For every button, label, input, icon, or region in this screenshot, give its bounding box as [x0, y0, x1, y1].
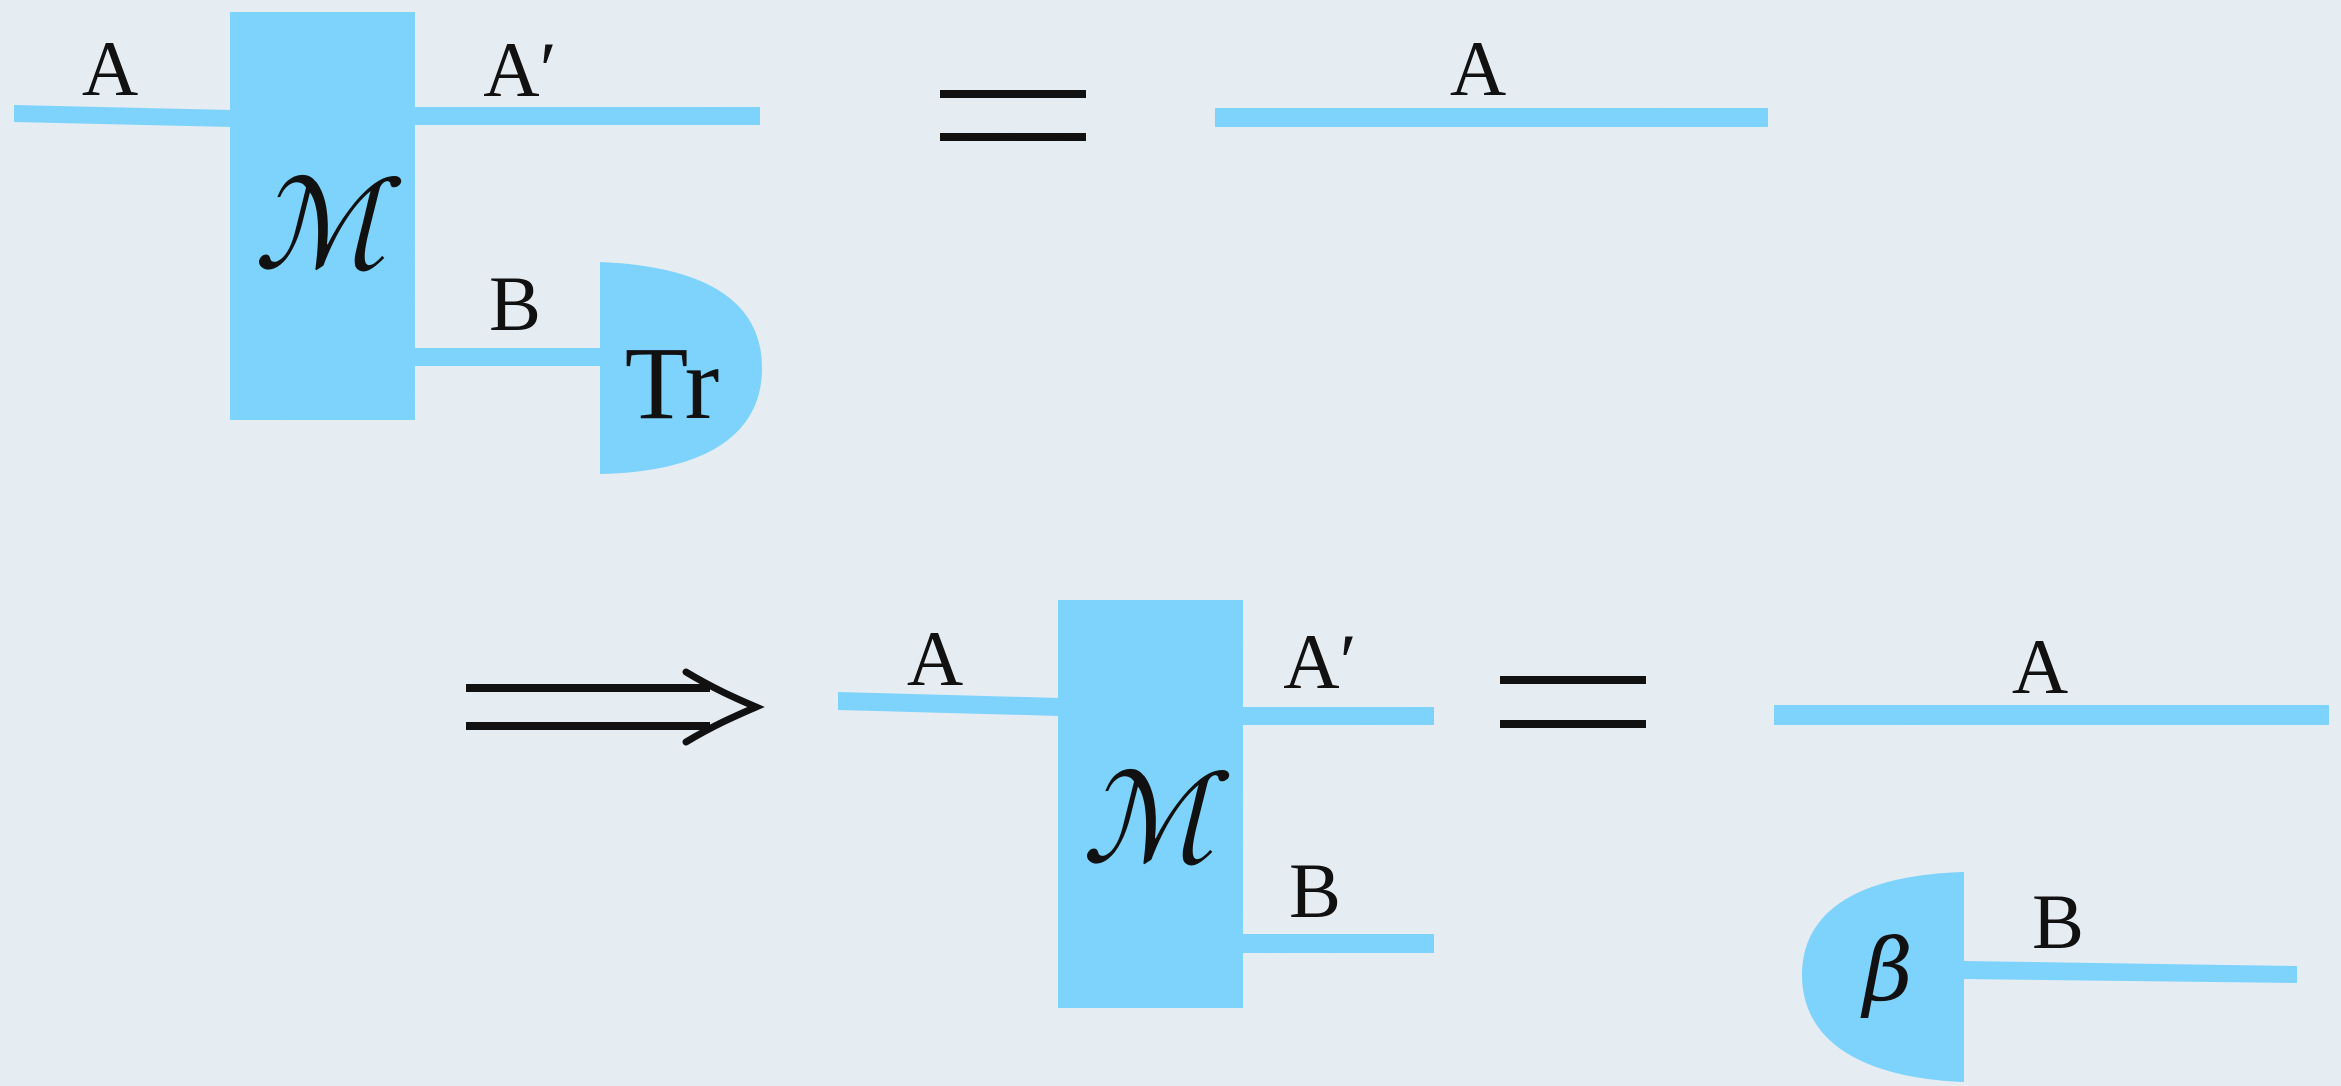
top-output-wire [413, 107, 760, 125]
bottom-equals-bar-lower [1500, 720, 1646, 728]
bottom-channel-box [1058, 600, 1243, 1008]
bottom-input-wire [838, 692, 1060, 716]
top-channel-box [230, 12, 415, 420]
bottom-equation: A ℳ A′ B A β B [838, 600, 2329, 1082]
bottom-state-output-wire [1962, 961, 2297, 983]
bottom-environment-label: B [1289, 847, 1341, 934]
bottom-state-label: β [1860, 921, 1913, 1021]
top-trace-label: Tr [625, 326, 720, 441]
top-lhs-circuit: A ℳ A′ B Tr [14, 12, 762, 474]
top-rhs-label: A [1450, 25, 1506, 112]
top-equals-sign [940, 90, 1086, 141]
bottom-channel-label: ℳ [1082, 748, 1230, 892]
top-input-label: A [82, 25, 138, 112]
top-rhs-circuit: A [1215, 25, 1768, 127]
bottom-rhs-circuit: A β B [1774, 623, 2329, 1082]
bottom-rhs-wire [1774, 705, 2329, 725]
top-environment-label: B [489, 260, 541, 347]
top-rhs-wire [1215, 108, 1768, 127]
bottom-output-label: A′ [1283, 618, 1356, 705]
top-input-wire [14, 105, 232, 127]
bottom-input-label: A [907, 615, 963, 702]
top-output-label: A′ [483, 26, 556, 113]
top-equals-bar-upper [940, 90, 1086, 98]
top-environment-wire [413, 348, 603, 366]
implies-arrow: ⟹ [466, 668, 765, 746]
bottom-equals-bar-upper [1500, 676, 1646, 684]
top-equation: A ℳ A′ B Tr A [14, 12, 1768, 474]
bottom-equals-sign [1500, 676, 1646, 728]
bottom-rhs-label: A [2012, 623, 2068, 710]
bottom-environment-wire [1241, 934, 1434, 953]
top-channel-label: ℳ [254, 154, 402, 298]
top-equals-bar-lower [940, 133, 1086, 141]
bottom-state-output-label: B [2032, 878, 2084, 965]
bottom-output-wire [1241, 707, 1434, 725]
bottom-state-beta [1802, 872, 1964, 1082]
bottom-lhs-circuit: A ℳ A′ B [838, 600, 1434, 1008]
top-trace-effect [600, 262, 762, 474]
